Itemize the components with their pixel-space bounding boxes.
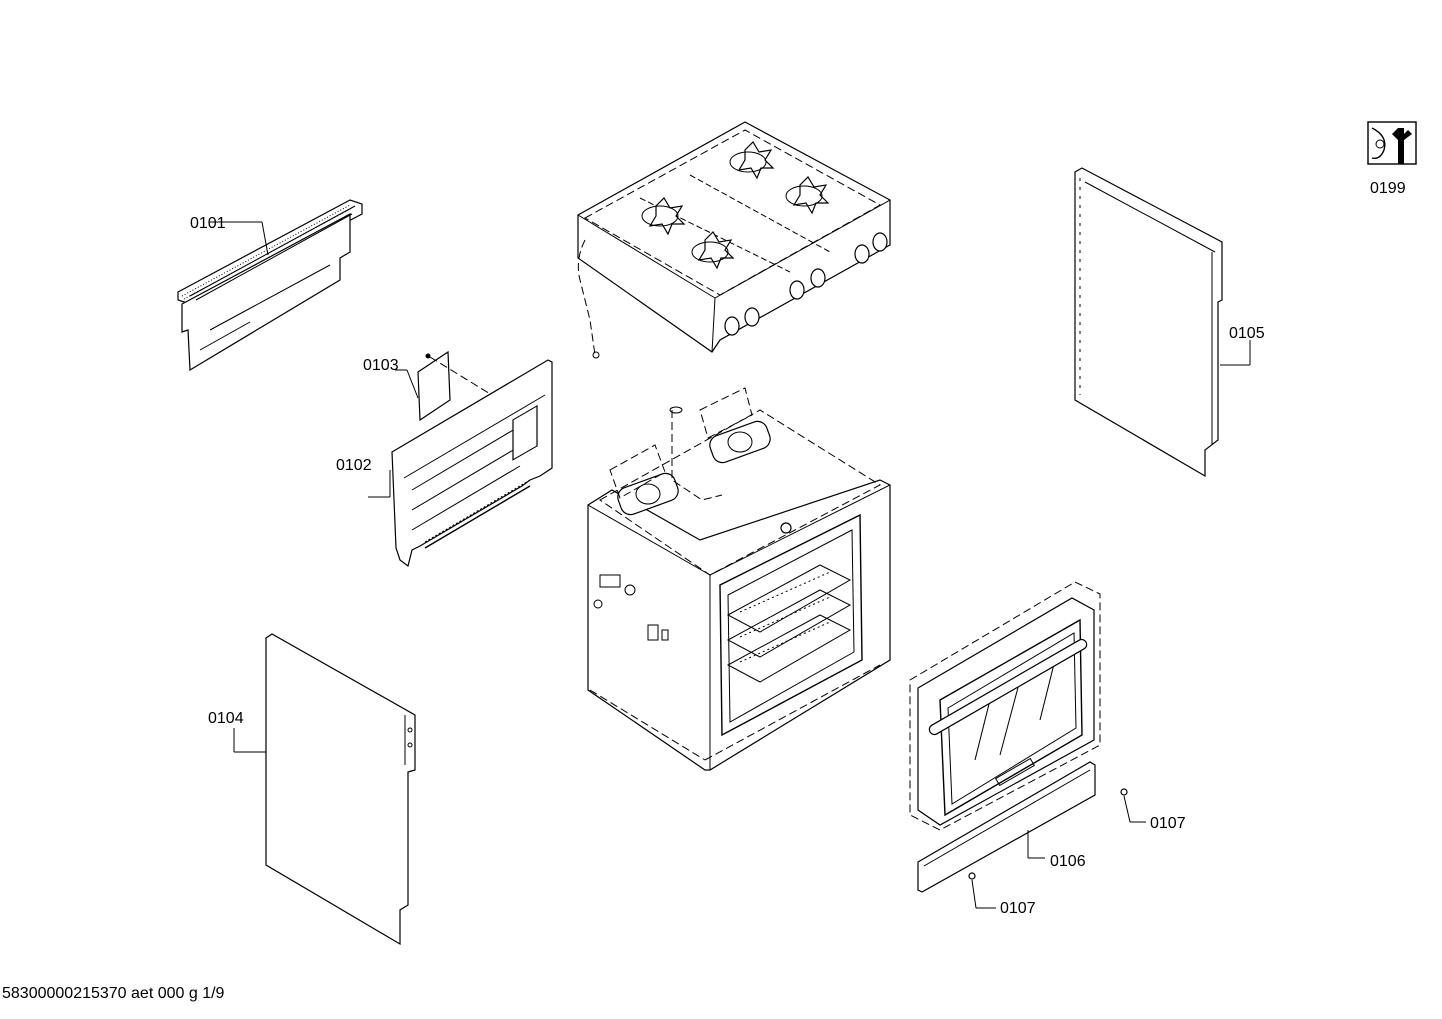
label-0199: 0199 [1370, 180, 1406, 197]
convection-fan-icon [609, 444, 679, 516]
part-0102-back-panel[interactable]: 0102 [336, 359, 553, 568]
label-0106: 0106 [1050, 853, 1086, 870]
burner-icon [729, 141, 775, 180]
oven-body-assembly [587, 387, 891, 771]
part-0106-kick-plate[interactable]: 0106 [917, 761, 1096, 893]
part-0107-screw-right[interactable]: 0107 [1120, 788, 1186, 832]
part-0101-back-trim[interactable]: 0101 [177, 199, 363, 372]
label-0103: 0103 [363, 357, 399, 374]
label-0107-right: 0107 [1150, 815, 1186, 832]
knob-icon [724, 232, 888, 336]
part-0105-right-side-panel[interactable]: 0105 [1074, 167, 1265, 478]
drawing-reference-footer: 58300000215370 aet 000 g 1/9 [2, 985, 225, 1002]
part-0103-cover-plate[interactable]: 0103 [363, 350, 501, 422]
cooktop-assembly [577, 121, 891, 359]
burner-icon [691, 231, 735, 270]
label-0105: 0105 [1229, 325, 1265, 342]
convection-fan-icon [699, 387, 771, 464]
part-0107-screw-left[interactable]: 0107 [968, 872, 1036, 917]
oven-rack [726, 564, 852, 683]
oven-door-assembly [909, 581, 1101, 831]
label-0102: 0102 [336, 457, 372, 474]
label-0101: 0101 [190, 215, 226, 232]
label-0107-left: 0107 [1000, 900, 1036, 917]
wrench-service-icon [1367, 121, 1417, 165]
part-0199-service-kit[interactable]: 0199 [1367, 121, 1417, 197]
grille-hatching [181, 204, 353, 300]
part-0104-left-side-panel[interactable]: 0104 [208, 633, 416, 946]
label-0104: 0104 [208, 710, 244, 727]
burner-icon [641, 197, 686, 236]
burner-icon [785, 176, 830, 215]
